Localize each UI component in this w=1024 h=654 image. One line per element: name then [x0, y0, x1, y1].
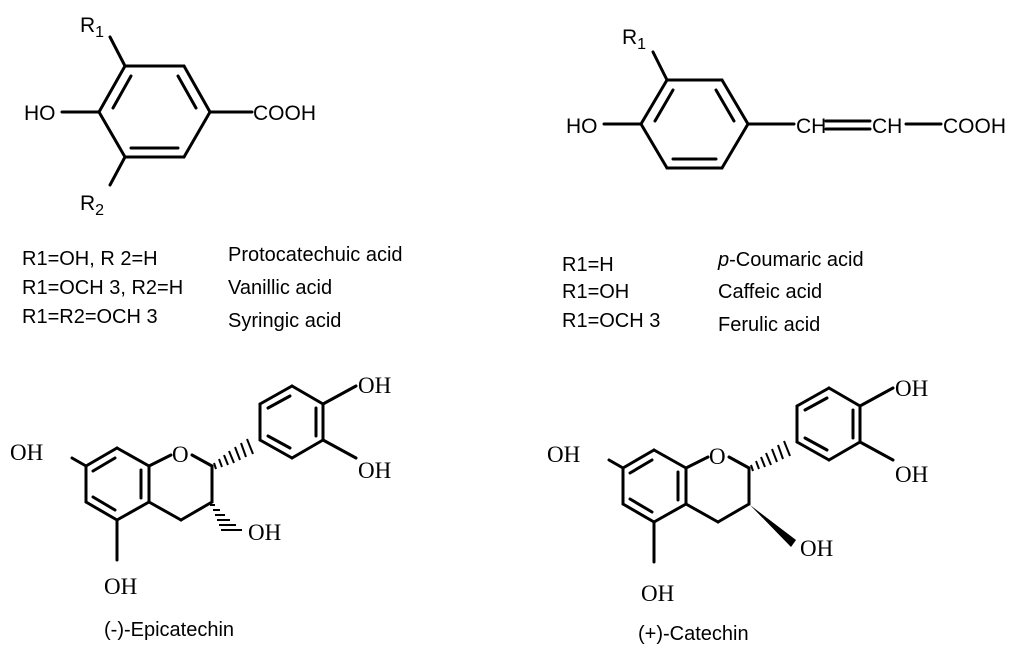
cinnamic-name-row-3: Ferulic acid	[718, 314, 820, 336]
cinnamic-ch1-label: CH	[796, 115, 826, 138]
benzoic-ring-bonds	[60, 35, 254, 187]
benzoic-substituent-table: R1=OH, R 2=H R1=OCH 3, R2=H R1=R2=OCH 3 …	[22, 244, 403, 332]
benzoic-name-row-3: Syringic acid	[228, 310, 341, 332]
catechin-oh-3p: OH	[895, 462, 928, 487]
benzoic-r2-label: R2	[80, 192, 104, 219]
benzoic-sub-row-1: R1=OH, R 2=H	[22, 248, 158, 270]
cinnamic-r1-label: R1	[622, 26, 646, 53]
cinnamic-ho-label: HO	[566, 115, 598, 138]
cinnamic-name-row-1: p-Coumaric acid	[717, 249, 864, 271]
benzoic-name-row-2: Vanillic acid	[228, 277, 332, 299]
catechin-o-ring: O	[709, 444, 726, 469]
catechin-oh-7: OH	[547, 442, 580, 467]
cinnamic-ch2-label: CH	[872, 115, 902, 138]
epicatechin-oh-4p: OH	[358, 373, 391, 398]
catechin-caption: (+)-Catechin	[638, 623, 749, 645]
benzoic-ho-label: HO	[24, 102, 56, 125]
cinnamic-sub-row-3: R1=OCH 3	[562, 310, 660, 332]
cinnamic-cooh-label: COOH	[943, 115, 1006, 138]
epicatechin-oh-7: OH	[10, 440, 43, 465]
catechin-oh-5: OH	[641, 581, 674, 606]
catechin-oh-3: OH	[800, 536, 833, 561]
epicatechin-bonds	[70, 384, 358, 562]
cinnamic-ring-bonds	[602, 50, 943, 170]
epicatechin-o-ring: O	[172, 442, 189, 467]
cinnamic-substituent-table: R1=H R1=OH R1=OCH 3 p-Coumaric acid Caff…	[562, 249, 864, 336]
catechin-oh-4p: OH	[895, 376, 928, 401]
benzoic-name-row-1: Protocatechuic acid	[228, 244, 403, 266]
catechin-hashed-wedge-2	[750, 440, 791, 472]
benzoic-sub-row-2: R1=OCH 3, R2=H	[22, 277, 183, 299]
cinnamic-acid-structure: R1 HO CH CH COOH	[566, 26, 1006, 170]
epicatechin-oh-5: OH	[104, 574, 137, 599]
benzoic-acid-structure: R1 R2 HO COOH	[24, 14, 316, 219]
benzoic-sub-row-3: R1=R2=OCH 3	[22, 306, 158, 328]
epicatechin-oh-3: OH	[248, 520, 281, 545]
cinnamic-sub-row-2: R1=OH	[562, 281, 629, 303]
epicatechin-caption: (-)-Epicatechin	[104, 619, 234, 641]
cinnamic-sub-row-1: R1=H	[562, 254, 614, 276]
benzoic-cooh-label: COOH	[253, 102, 316, 125]
benzoic-r1-label: R1	[80, 14, 104, 41]
epicatechin-oh-3p: OH	[358, 458, 391, 483]
catechin-solid-wedge-3	[750, 505, 796, 547]
catechin-bonds	[607, 386, 895, 564]
epicatechin-structure: OH O OH OH OH OH (-)-Epicatechin	[10, 373, 391, 641]
epicatechin-hashed-wedge-2	[213, 438, 254, 470]
cinnamic-name-row-2: Caffeic acid	[718, 281, 822, 303]
epicatechin-hashed-wedge-3	[210, 504, 242, 531]
catechin-structure: OH O OH OH OH OH (+)-Catechin	[547, 376, 928, 645]
